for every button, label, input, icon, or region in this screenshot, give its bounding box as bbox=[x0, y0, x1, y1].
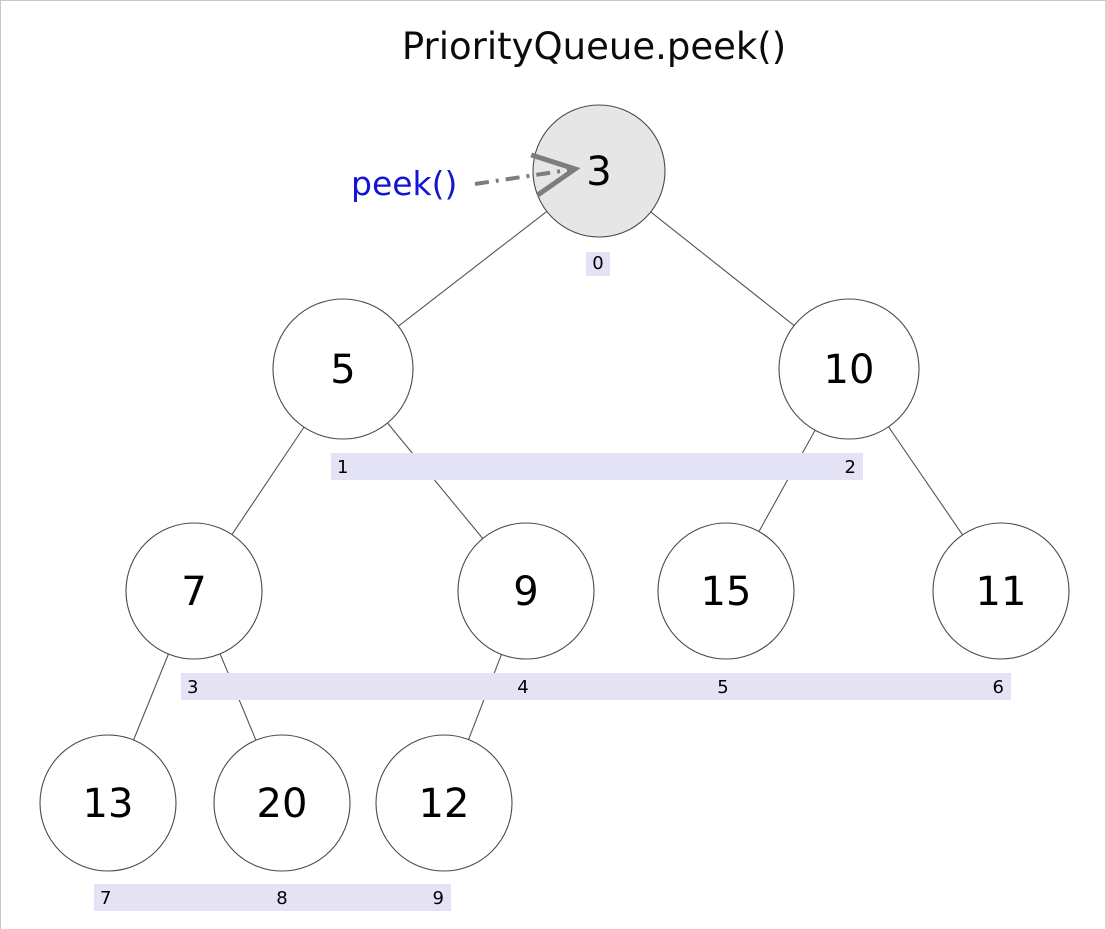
tree-node[interactable]: 3 bbox=[532, 104, 666, 238]
heap-index-band bbox=[94, 884, 451, 911]
tree-node-circle[interactable] bbox=[778, 298, 920, 440]
tree-node-circle[interactable] bbox=[213, 734, 351, 872]
tree-edge bbox=[133, 653, 169, 741]
tree-edge bbox=[231, 426, 305, 535]
heap-index-label: 0 bbox=[592, 253, 603, 274]
heap-index-label: 6 bbox=[993, 677, 1004, 698]
tree-node-value: 10 bbox=[824, 347, 875, 393]
heap-index-band bbox=[181, 673, 1011, 700]
heap-index-label: 1 bbox=[337, 457, 348, 478]
page-title: PriorityQueue.peek() bbox=[402, 25, 786, 68]
tree-node-circle-highlighted[interactable] bbox=[532, 104, 666, 238]
tree-node-value: 13 bbox=[83, 781, 134, 827]
tree-node-circle[interactable] bbox=[39, 734, 177, 872]
tree-node[interactable]: 7 bbox=[125, 522, 263, 660]
tree-edge bbox=[650, 211, 795, 326]
tree-node-circle[interactable] bbox=[272, 298, 414, 440]
heap-index-label: 5 bbox=[717, 677, 728, 698]
tree-node-value: 12 bbox=[419, 781, 470, 827]
tree-edge bbox=[387, 422, 484, 539]
peek-annotation: peek() bbox=[351, 152, 581, 203]
tree-node-circle[interactable] bbox=[657, 522, 795, 660]
heap-index-label: 2 bbox=[845, 457, 856, 478]
tree-node[interactable]: 11 bbox=[932, 522, 1070, 660]
peek-label: peek() bbox=[351, 164, 457, 203]
tree-node[interactable]: 5 bbox=[272, 298, 414, 440]
heap-index-band bbox=[331, 453, 863, 480]
heap-index-label: 4 bbox=[517, 677, 528, 698]
peek-arrow-head-icon bbox=[530, 152, 581, 198]
peek-arrow-line bbox=[474, 167, 576, 186]
tree-node[interactable]: 12 bbox=[375, 734, 513, 872]
tree-node-value: 20 bbox=[257, 781, 308, 827]
tree-node[interactable]: 13 bbox=[39, 734, 177, 872]
tree-node[interactable]: 10 bbox=[778, 298, 920, 440]
tree-node-value: 3 bbox=[586, 149, 611, 195]
heap-index-label: 3 bbox=[187, 677, 198, 698]
tree-edge bbox=[888, 426, 964, 536]
tree-node[interactable]: 9 bbox=[457, 522, 595, 660]
tree-edge bbox=[758, 429, 816, 532]
tree-node-value: 15 bbox=[701, 569, 752, 615]
tree-node-value: 11 bbox=[976, 569, 1027, 615]
tree-node-circle[interactable] bbox=[932, 522, 1070, 660]
tree-node-circle[interactable] bbox=[125, 522, 263, 660]
tree-node-value: 9 bbox=[513, 569, 538, 615]
heap-index-band bbox=[586, 252, 610, 276]
tree-edge bbox=[398, 210, 548, 327]
tree-node-circle[interactable] bbox=[375, 734, 513, 872]
tree-node-circle[interactable] bbox=[457, 522, 595, 660]
heap-index-label: 8 bbox=[276, 888, 287, 909]
heap-index-label: 7 bbox=[100, 888, 111, 909]
tree-node[interactable]: 20 bbox=[213, 734, 351, 872]
heap-index-label: 9 bbox=[433, 888, 444, 909]
tree-node-value: 5 bbox=[330, 347, 355, 393]
tree-node-value: 7 bbox=[181, 569, 206, 615]
tree-node[interactable]: 15 bbox=[657, 522, 795, 660]
